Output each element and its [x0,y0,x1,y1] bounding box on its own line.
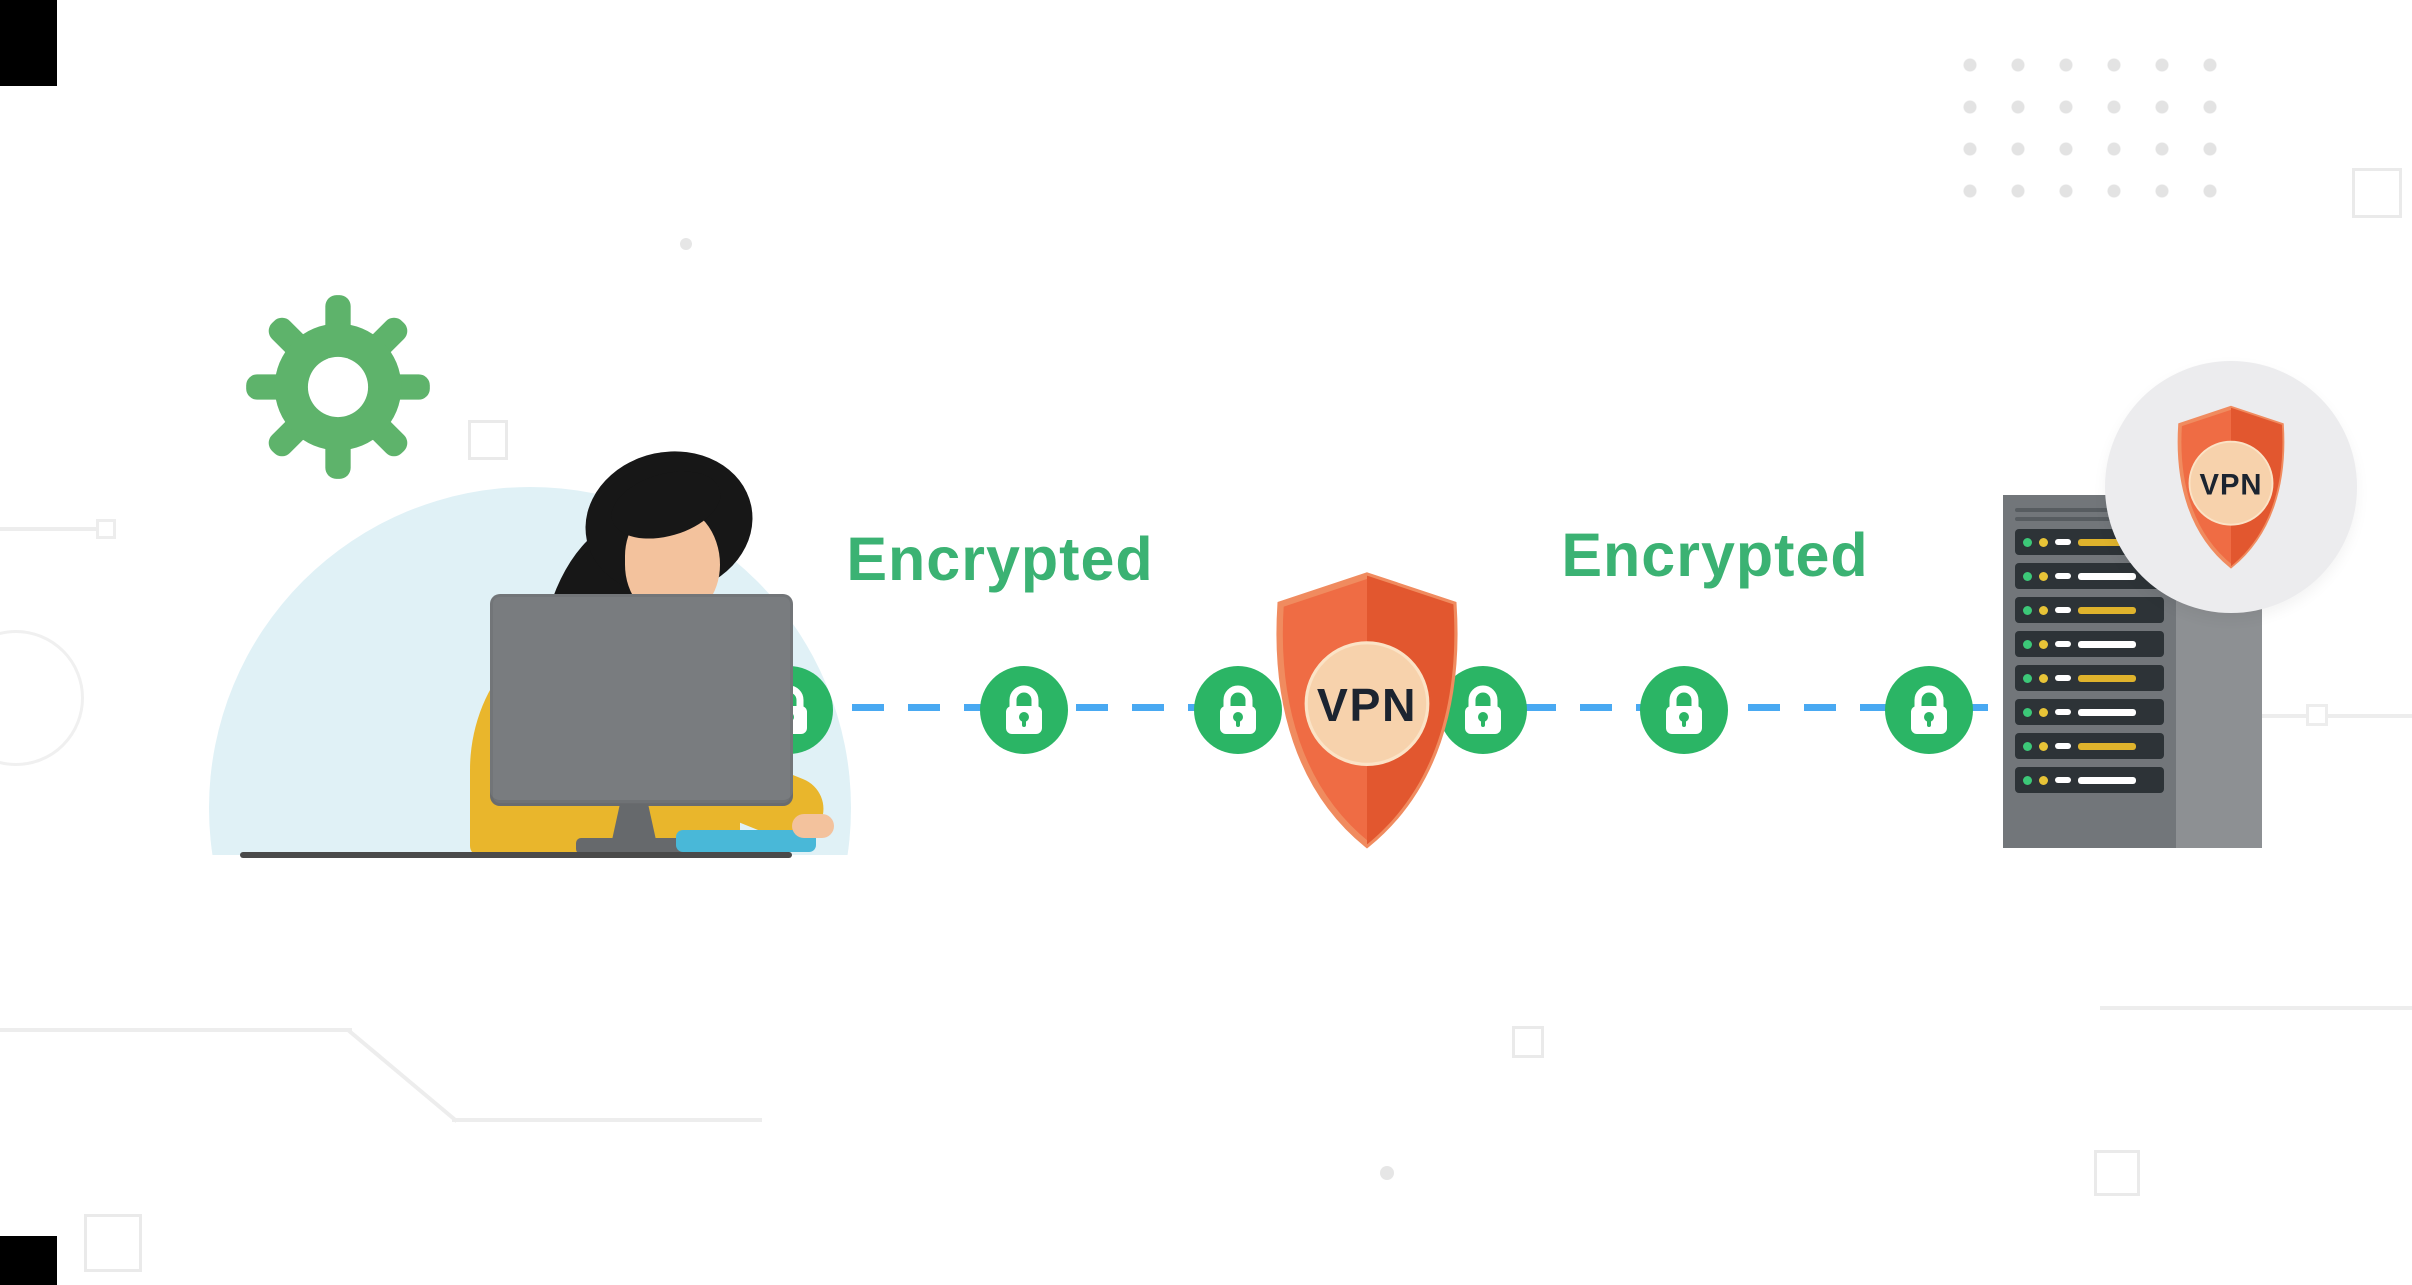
vpn-badge-icon: VPN [2165,401,2297,573]
monitor-stand [612,804,656,840]
server-led-row [2015,631,2164,657]
server-icon [2003,495,2176,848]
vpn-badge-circle: VPN [2105,361,2357,613]
decor-square [2094,1150,2140,1196]
circuit-line [452,1118,762,1122]
lock-icon [1439,666,1527,754]
circuit-line [0,1028,352,1032]
server-led-row [2015,597,2164,623]
server-led-row [2015,733,2164,759]
vpn-shield-label: VPN [1317,679,1417,731]
lock-icon [980,666,1068,754]
encrypted-label-right: Encrypted [1561,521,1869,589]
circuit-line [2262,714,2412,718]
letterbox-corner [0,1236,57,1285]
gear-icon [243,292,433,482]
circuit-node [2306,704,2328,726]
monitor-icon [490,594,793,806]
user-hand [792,814,834,838]
circuit-line [346,1028,459,1123]
decor-square [2352,168,2402,218]
lock-icon [1640,666,1728,754]
circuit-node [96,519,116,539]
server-led-row [2015,699,2164,725]
decor-dot [1380,1166,1394,1180]
decor-square [468,420,508,460]
vpn-shield-icon: VPN [1255,560,1479,860]
decor-arc [0,630,84,766]
server-led-row [2015,767,2164,793]
server-led-row [2015,665,2164,691]
dots-pattern [1946,44,2234,214]
encrypted-label-left: Encrypted [846,525,1154,593]
keyboard-icon [676,830,816,852]
lock-icon [1194,666,1282,754]
decor-square [1512,1026,1544,1058]
circuit-line [0,527,110,531]
vpn-badge-label: VPN [2200,470,2263,502]
decor-square [84,1214,142,1272]
lock-icon [1885,666,1973,754]
desk-line [240,852,792,858]
circuit-line [2100,1006,2412,1010]
letterbox-corner [0,0,57,86]
decor-dot [680,238,692,250]
